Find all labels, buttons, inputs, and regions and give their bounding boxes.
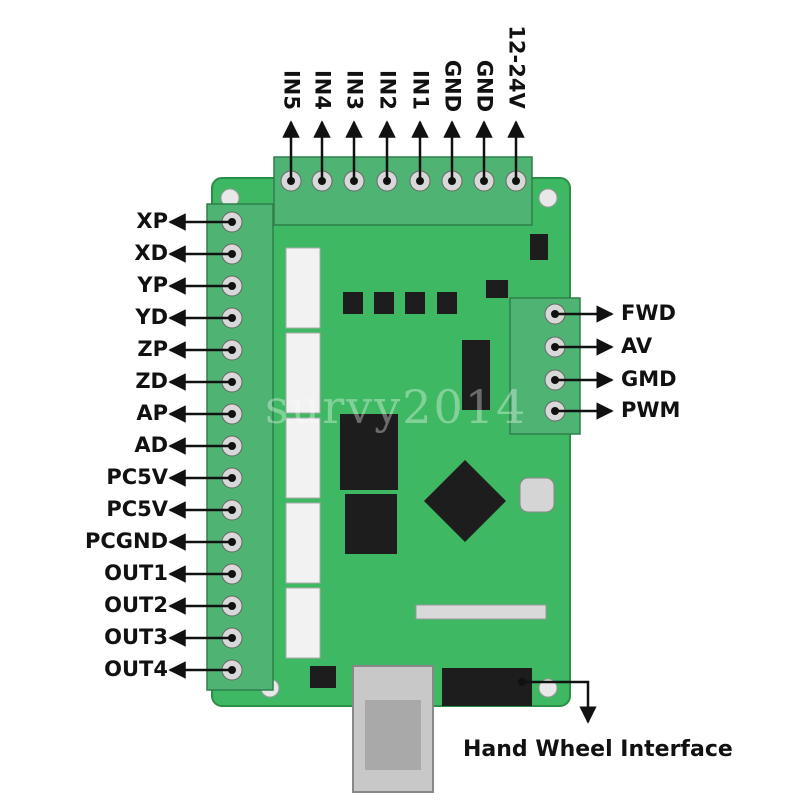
label-pc5v-2: PC5V — [106, 497, 168, 521]
watermark: survy2014 — [265, 380, 528, 434]
top-arrows — [282, 120, 525, 181]
label-gmd: GMD — [621, 367, 677, 391]
left-arrow-shafts — [198, 220, 232, 672]
right-arrow-dots — [551, 310, 559, 415]
label-out1: OUT1 — [104, 561, 168, 585]
label-out2: OUT2 — [104, 593, 168, 617]
top-terminal-screws — [280, 170, 527, 192]
top-terminal-block — [273, 156, 533, 226]
white-connectors — [285, 247, 321, 659]
label-pc5v-1: PC5V — [106, 465, 168, 489]
label-in3: IN3 — [342, 69, 367, 111]
label-pwm: PWM — [621, 398, 681, 422]
label-out3: OUT3 — [104, 625, 168, 649]
left-terminal-screws — [221, 211, 243, 681]
label-gnd-1: GND — [440, 59, 465, 113]
usb-port-inner — [365, 700, 421, 770]
label-zd: ZD — [135, 369, 168, 393]
label-in4: IN4 — [310, 69, 335, 111]
label-gnd-2: GND — [472, 59, 497, 113]
label-in5: IN5 — [279, 69, 304, 111]
label-ap: AP — [136, 401, 168, 425]
label-yp: YP — [137, 273, 168, 297]
label-ad: AD — [134, 433, 168, 457]
label-hand-wheel-interface: Hand Wheel Interface — [463, 737, 733, 762]
handwheel-arrow-dot — [518, 678, 526, 686]
label-av: AV — [621, 334, 653, 358]
label-12-24v: 12-24V — [504, 25, 529, 109]
handwheel-arrow — [522, 680, 597, 724]
label-in1: IN1 — [408, 69, 433, 111]
mount-hole — [538, 678, 558, 698]
label-out4: OUT4 — [104, 657, 168, 681]
handwheel-header — [442, 668, 532, 706]
top-arrow-dots — [287, 177, 520, 185]
label-pcgnd: PCGND — [84, 529, 168, 553]
label-in2: IN2 — [375, 69, 400, 111]
chips — [310, 234, 555, 688]
label-yd: YD — [135, 305, 168, 329]
left-arrows — [168, 213, 198, 679]
label-xp: XP — [136, 209, 168, 233]
label-xd: XD — [134, 241, 168, 265]
label-zp: ZP — [137, 337, 168, 361]
label-fwd: FWD — [621, 301, 676, 325]
mount-hole — [538, 188, 558, 208]
right-arrows — [555, 305, 614, 420]
